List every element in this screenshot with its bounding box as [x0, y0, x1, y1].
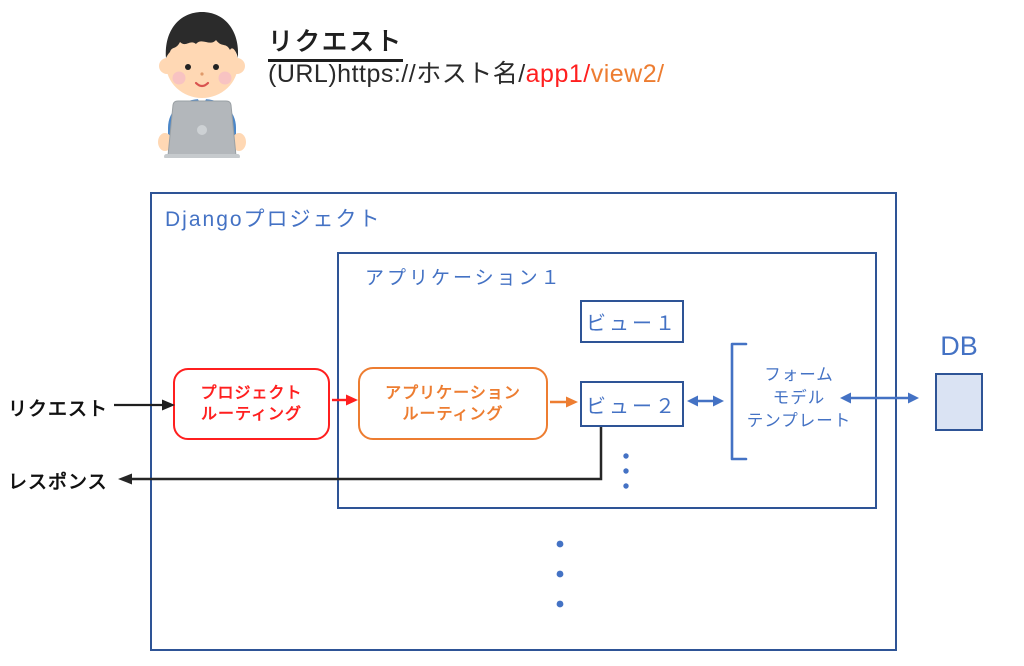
request-side-label: リクエスト [8, 399, 109, 420]
django-project-box [150, 192, 897, 651]
project-routing-line2: ルーティング [200, 406, 303, 423]
app-routing-line2: ルーティング [402, 405, 504, 423]
response-side-label: レスポンス [8, 472, 108, 493]
user-at-laptop-icon [158, 12, 246, 158]
request-title: リクエスト [268, 22, 404, 62]
app-routing-line1: アプリケーション [385, 384, 521, 402]
project-routing-box: プロジェクト ルーティング [173, 368, 330, 440]
db-label: DB [940, 331, 978, 361]
app-routing-box: アプリケーション ルーティング [358, 367, 548, 440]
django-project-label: Djangoプロジェクト [165, 208, 382, 231]
bracket-items: フォーム モデル テンプレート [744, 364, 854, 433]
url-prefix: (URL)https://ホスト名/ [268, 60, 526, 88]
request-url: (URL)https://ホスト名/app1/view2/ [268, 54, 665, 90]
db-box [935, 373, 983, 431]
view1-box: ビュー１ [580, 300, 684, 343]
url-app-segment: app1/ [525, 60, 591, 88]
application1-box [337, 252, 877, 509]
application1-label: アプリケーション１ [365, 268, 563, 289]
bracket-item-template: テンプレート [746, 412, 852, 430]
project-routing-line1: プロジェクト [200, 385, 303, 402]
url-view-segment: view2/ [590, 60, 665, 88]
bracket-item-form: フォーム [764, 366, 834, 384]
bracket-item-model: モデル [772, 389, 826, 407]
view2-box: ビュー２ [580, 381, 684, 427]
